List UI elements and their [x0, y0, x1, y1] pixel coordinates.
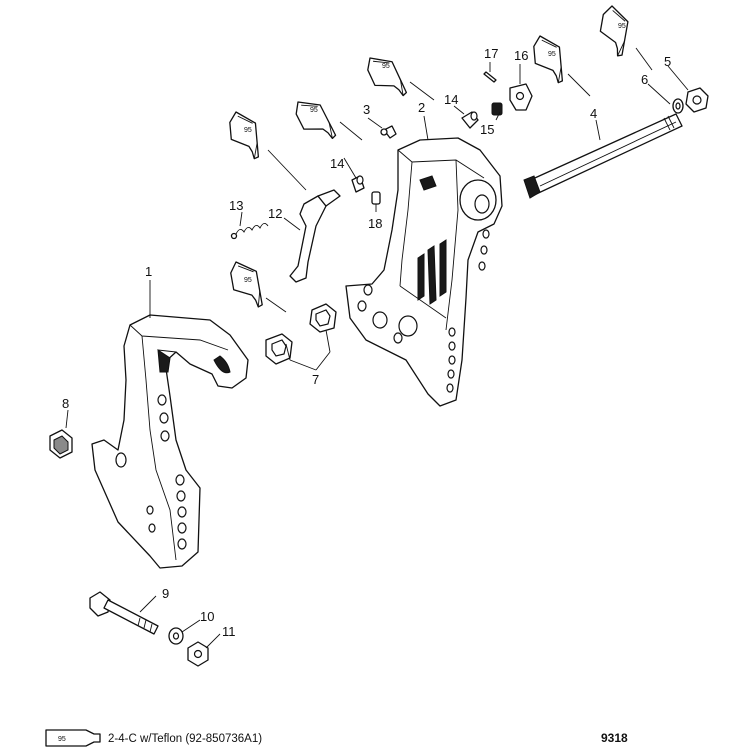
lubricant-tube: 95 [289, 97, 363, 141]
lubricant-tube: 95 [219, 108, 307, 191]
tilt-tube-washer [672, 98, 684, 114]
lever-spring [230, 223, 269, 240]
callout-10: 10 [200, 609, 214, 624]
callout-7: 7 [312, 372, 319, 387]
callout-18: 18 [368, 216, 382, 231]
right-transom-bracket [345, 137, 503, 407]
callout-14-lower: 14 [330, 156, 344, 171]
roll-pin [483, 71, 497, 83]
svg-text:95: 95 [310, 107, 318, 114]
callout-17: 17 [484, 46, 498, 61]
bracket-bolt [89, 591, 159, 635]
callout-8: 8 [62, 396, 69, 411]
set-screw [371, 191, 381, 205]
bushing-upper [461, 111, 479, 129]
lubricant-tube: 95 [221, 258, 287, 313]
spacer-plates [265, 303, 337, 365]
grease-fitting [380, 125, 397, 139]
legend-tube-label: 95 [58, 736, 66, 743]
callout-4: 4 [590, 106, 597, 121]
tilt-tube-nut [685, 87, 709, 113]
callout-2: 2 [418, 100, 425, 115]
tilt-lock-lever [289, 189, 341, 283]
callout-15: 15 [480, 122, 494, 137]
bracket-nut-left [49, 429, 73, 459]
leader-lines [65, 62, 689, 649]
callout-11: 11 [222, 624, 236, 639]
callout-6: 6 [641, 72, 648, 87]
figure-number: 9318 [601, 731, 628, 745]
callout-16: 16 [514, 48, 528, 63]
left-transom-bracket [91, 314, 249, 569]
callout-14-upper: 14 [444, 92, 458, 107]
svg-text:95: 95 [244, 127, 252, 134]
svg-text:95: 95 [618, 23, 626, 30]
latch-plate [509, 83, 533, 111]
lubricant-tube: 95 [591, 3, 653, 71]
bolt-washer [168, 627, 184, 645]
detent-spring [491, 102, 503, 116]
lubricant-tube: 95 [361, 53, 435, 101]
callout-12: 12 [268, 206, 282, 221]
callout-13: 13 [229, 198, 243, 213]
svg-text:95: 95 [548, 51, 556, 58]
svg-text:95: 95 [382, 63, 390, 70]
callout-9: 9 [162, 586, 169, 601]
lubricant-tube: 95 [523, 32, 591, 97]
bolt-nut [187, 641, 209, 667]
svg-text:95: 95 [244, 277, 252, 284]
callout-5: 5 [664, 54, 671, 69]
callout-3: 3 [363, 102, 370, 117]
tilt-tube [523, 113, 683, 199]
callout-1: 1 [145, 264, 152, 279]
lubricant-legend: 95 2-4-C w/Teflon (92-850736A1) [45, 729, 262, 747]
bushing-lower [351, 175, 365, 193]
callout-labels: 1 2 3 4 5 6 7 8 9 10 11 12 13 14 14 15 1… [62, 46, 671, 639]
legend-text: 2-4-C w/Teflon (92-850736A1) [108, 733, 262, 745]
